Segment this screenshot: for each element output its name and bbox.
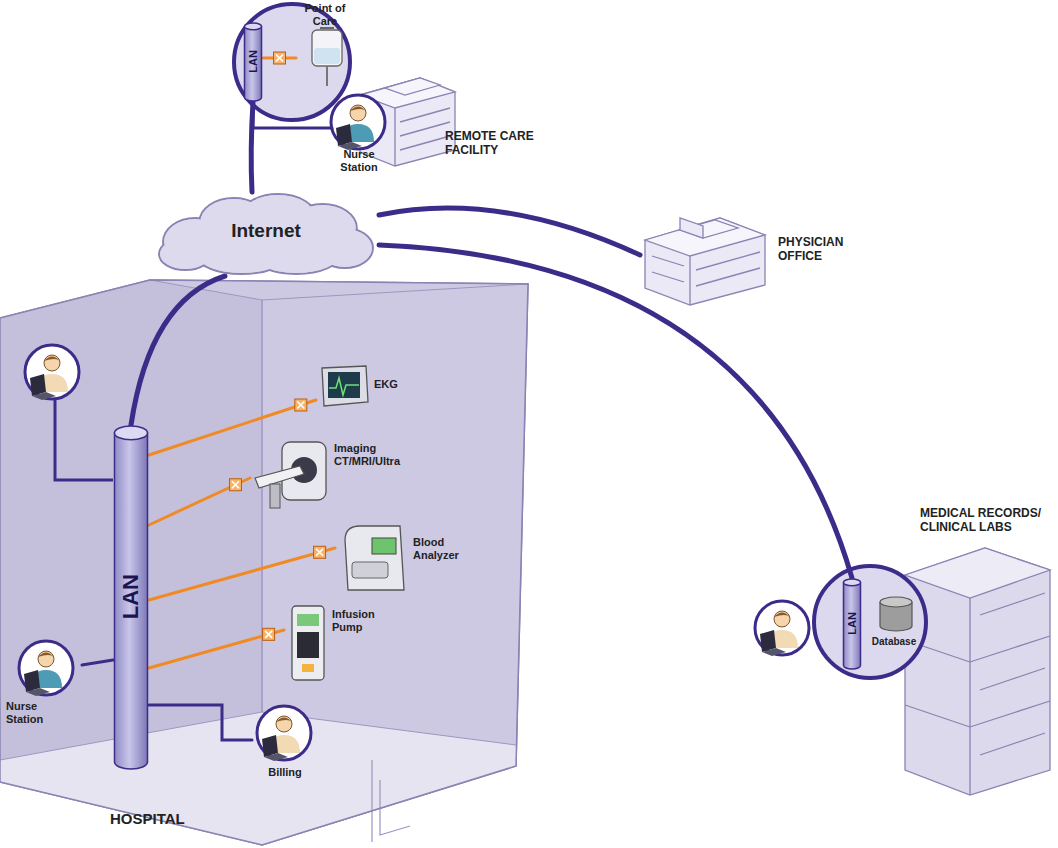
infusion-pump-icon: [292, 606, 324, 680]
device-cable: [149, 478, 250, 525]
records-staff-icon: [755, 601, 809, 656]
device-node: Point of Care: [296, 2, 354, 86]
device-node: Infusion Pump: [284, 600, 408, 684]
node-label: MEDICAL RECORDS/ CLINICAL LABS: [920, 507, 1052, 535]
nurse-icon: [331, 95, 385, 150]
network-link: [253, 102, 332, 128]
database-icon: [880, 597, 912, 631]
records-region: MEDICAL RECORDS/ CLINICAL LABS LAN Databas…: [752, 503, 1054, 797]
device-cable: [149, 400, 316, 455]
records-building: [905, 548, 1050, 795]
network-wire: [55, 400, 113, 480]
connector-box: [295, 399, 307, 411]
node-label: PHYSICIAN OFFICE: [778, 236, 872, 264]
station-node: Billing: [252, 702, 318, 784]
node-label: Blood Analyzer: [413, 536, 475, 561]
node-label: HOSPITAL: [110, 810, 230, 827]
records-circle: [814, 566, 926, 678]
device-node: EKG: [316, 362, 410, 408]
network-link: [149, 705, 252, 740]
blood-analyzer-icon: [345, 526, 404, 590]
lan-cylinder: LAN: [842, 578, 862, 670]
node-label: Internet: [155, 220, 377, 242]
connector-box: [229, 479, 241, 491]
lan-label: LAN: [118, 537, 143, 657]
lan-label: LAN: [846, 598, 859, 648]
ekg-icon: [322, 366, 368, 406]
hospital-building: [0, 280, 528, 845]
lan-cylinder: LAN: [243, 22, 263, 102]
network-link: [379, 245, 852, 578]
node-label: Infusion Pump: [332, 608, 396, 633]
physician-building: [645, 218, 765, 305]
station-node: Nurse Station: [4, 636, 82, 730]
device-cable: [149, 548, 335, 600]
office-node: PHYSICIAN OFFICE: [640, 206, 874, 306]
station-node: Nurse Station: [332, 92, 388, 176]
node-label: EKG: [374, 378, 408, 391]
node-label: Nurse Station: [332, 148, 386, 173]
facility-region: REMOTE CARE FACILITY LAN Point of CareNurs…: [230, 2, 559, 170]
node-label: Imaging CT/MRI/Ultra: [334, 442, 414, 467]
database-node: Database: [864, 596, 926, 652]
node-label: Nurse Station: [6, 700, 66, 725]
device-node: Blood Analyzer: [335, 520, 477, 592]
lan-cylinder: LAN: [113, 425, 149, 770]
connector-box: [274, 52, 286, 64]
staff-icon: [25, 345, 79, 400]
device-node: Imaging CT/MRI/Ultra: [250, 438, 416, 514]
node-label: Point of Care: [300, 2, 350, 27]
iv-bag-icon: [312, 28, 342, 86]
imaging-icon: [255, 442, 326, 508]
lan-label: LAN: [247, 21, 260, 101]
nurse-icon: [19, 641, 73, 696]
node-label: Billing: [256, 766, 314, 779]
connector-box: [263, 628, 275, 640]
hospital-region: HOSPITAL LAN EKG Imaging CT/MRI/UltraBlood …: [0, 278, 540, 848]
network-link: [131, 276, 225, 425]
connector-box: [314, 546, 326, 558]
internet-cloud: Internet: [155, 192, 379, 276]
node-label: Database: [864, 636, 924, 648]
billing-icon: [257, 706, 311, 761]
network-link: [82, 660, 113, 665]
node-label: REMOTE CARE FACILITY: [445, 130, 557, 158]
